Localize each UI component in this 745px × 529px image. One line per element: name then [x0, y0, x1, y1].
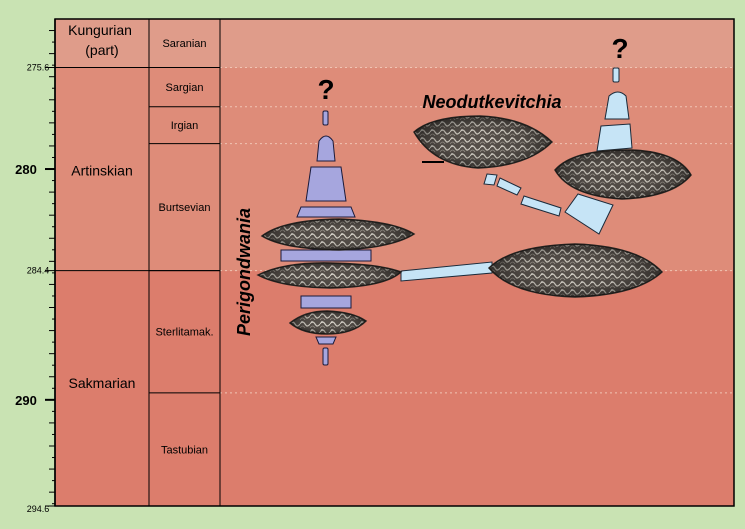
range-segment — [300, 295, 352, 309]
stage-band — [55, 19, 734, 68]
range-segment — [322, 347, 329, 366]
neodutkevitchia-specimens — [413, 115, 692, 298]
major-age-label: 280 — [15, 162, 37, 177]
perigondwania-specimens — [256, 218, 416, 335]
substage-name-tastubian: Tastubian — [161, 444, 208, 456]
specimen-photo — [554, 149, 692, 200]
substage-name-saranian: Saranian — [162, 38, 206, 50]
boundary-age-label: 294.6 — [27, 504, 50, 514]
boundary-age-label: 275.6 — [27, 62, 50, 72]
panel-border — [54, 18, 735, 507]
range-segment — [280, 249, 372, 262]
specimen-photo — [260, 218, 416, 251]
specimen-photo — [256, 262, 403, 289]
range-segment — [322, 110, 329, 126]
neodutkevitchia-question-mark: ? — [611, 33, 628, 64]
range-segment — [612, 67, 620, 83]
range-segment — [496, 177, 522, 196]
age-axis-ticks — [45, 30, 55, 505]
genus-label-neodutkevitchia: Neodutkevitchia — [422, 92, 561, 112]
stage-name-sakmarian: Sakmarian — [69, 375, 136, 391]
range-segment — [296, 206, 356, 218]
specimen-photo — [487, 243, 664, 298]
range-segment — [604, 91, 630, 120]
specimen-photo — [288, 310, 368, 335]
genus-label-perigondwania: Perigondwania — [234, 208, 254, 336]
range-segment — [315, 336, 337, 345]
stage-band — [55, 270, 734, 506]
range-segment — [564, 193, 614, 235]
perigondwania-question-mark: ? — [317, 74, 334, 105]
substage-name-burtsevian: Burtsevian — [159, 202, 211, 214]
range-segment — [316, 135, 336, 162]
range-link — [400, 261, 493, 282]
neodutkevitchia-range — [400, 67, 633, 282]
stage-name-artinskian: Artinskian — [71, 163, 132, 179]
substage-name-sargian: Sargian — [166, 82, 204, 94]
perigondwania-range — [280, 110, 372, 366]
stage-name-kungurian: Kungurian (part) — [68, 22, 136, 58]
range-segment — [596, 123, 633, 152]
range-segment — [520, 195, 562, 217]
boundary-age-label: 284.4 — [27, 266, 50, 276]
range-segment — [483, 173, 498, 186]
column-frame — [45, 18, 735, 507]
specimen-photo — [413, 115, 554, 169]
stage-name-line: Kungurian — [68, 22, 132, 38]
substage-name-irgian: Irgian — [171, 120, 199, 132]
range-segment — [305, 166, 347, 202]
substage-name-sterlitamak: Sterlitamak. — [155, 327, 213, 339]
major-age-label: 290 — [15, 393, 37, 408]
stage-name-line: (part) — [85, 42, 118, 58]
